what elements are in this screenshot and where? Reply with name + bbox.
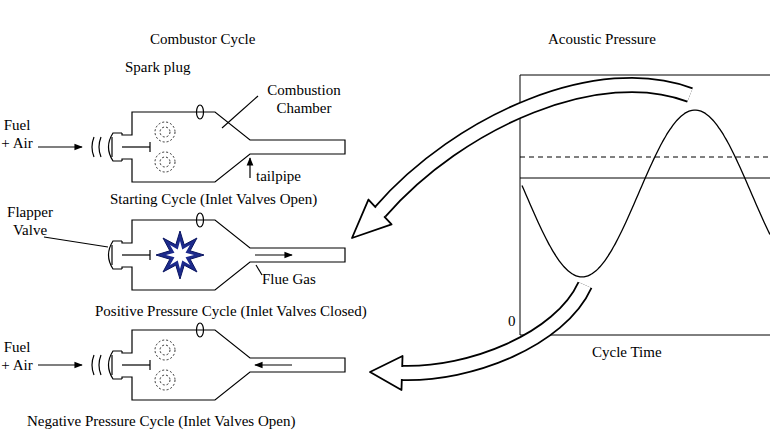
fuel-spray <box>99 137 101 157</box>
label: Combustor Cycle <box>150 30 255 48</box>
electrode <box>122 254 150 255</box>
cycle-arrow <box>352 85 690 238</box>
fuel-arrow <box>38 364 82 365</box>
swirl <box>155 370 175 390</box>
cycle-arrow <box>370 285 585 390</box>
swirl <box>155 340 175 360</box>
swirl <box>155 152 175 172</box>
inlet-housing <box>109 351 123 379</box>
label: Acoustic Pressure <box>548 30 656 48</box>
pressure-plot <box>520 75 770 335</box>
label: 0 <box>506 312 518 330</box>
flow-arrow <box>255 364 292 365</box>
swirl <box>160 345 170 355</box>
label: Flue Gas <box>262 270 316 288</box>
electrode <box>122 364 150 365</box>
label: Cycle Time <box>592 343 662 361</box>
flue-leader <box>256 265 262 275</box>
inlet-housing <box>109 241 123 269</box>
spark-plug <box>197 213 204 227</box>
pressure-wave <box>522 110 770 277</box>
swirl <box>155 122 175 142</box>
explosion-core <box>166 241 194 269</box>
combustor-positive <box>44 213 345 290</box>
combustor-negative <box>38 323 345 400</box>
electrode <box>149 142 150 152</box>
spark-plug <box>197 323 204 337</box>
label: Fuel + Air <box>0 116 34 152</box>
plot-frame <box>520 75 770 335</box>
label: Spark plug <box>125 58 190 76</box>
chamber-wall <box>122 220 345 290</box>
fuel-spray <box>92 355 94 375</box>
dashed-level <box>520 157 770 158</box>
spark-plug <box>197 105 204 119</box>
inlet-housing <box>109 133 123 161</box>
label: tailpipe <box>256 167 301 185</box>
flapper-valve <box>111 355 112 375</box>
explosion <box>156 231 204 279</box>
swirl <box>160 157 170 167</box>
label: Positive Pressure Cycle (Inlet Valves Cl… <box>95 302 367 320</box>
electrode <box>149 360 150 370</box>
fuel-arrow <box>38 146 82 147</box>
chamber-leader <box>222 96 258 128</box>
fuel-spray <box>92 137 94 157</box>
label: Flapper Valve <box>0 203 60 239</box>
swirl <box>160 127 170 137</box>
label: Fuel + Air <box>0 338 34 374</box>
label: Negative Pressure Cycle (Inlet Valves Op… <box>27 412 295 430</box>
fuel-spray <box>99 355 101 375</box>
chamber-wall <box>122 330 345 400</box>
electrode <box>122 146 150 147</box>
swirl <box>160 375 170 385</box>
electrode <box>149 250 150 260</box>
label: Starting Cycle (Inlet Valves Open) <box>110 190 317 208</box>
flapper-leader <box>44 237 108 247</box>
flow-arrow <box>255 254 292 255</box>
chamber-wall <box>122 112 345 182</box>
flapper-valve <box>111 137 112 157</box>
label: Combustion Chamber <box>262 81 346 117</box>
flapper-valve <box>111 245 112 265</box>
tailpipe-arrow <box>249 158 250 178</box>
